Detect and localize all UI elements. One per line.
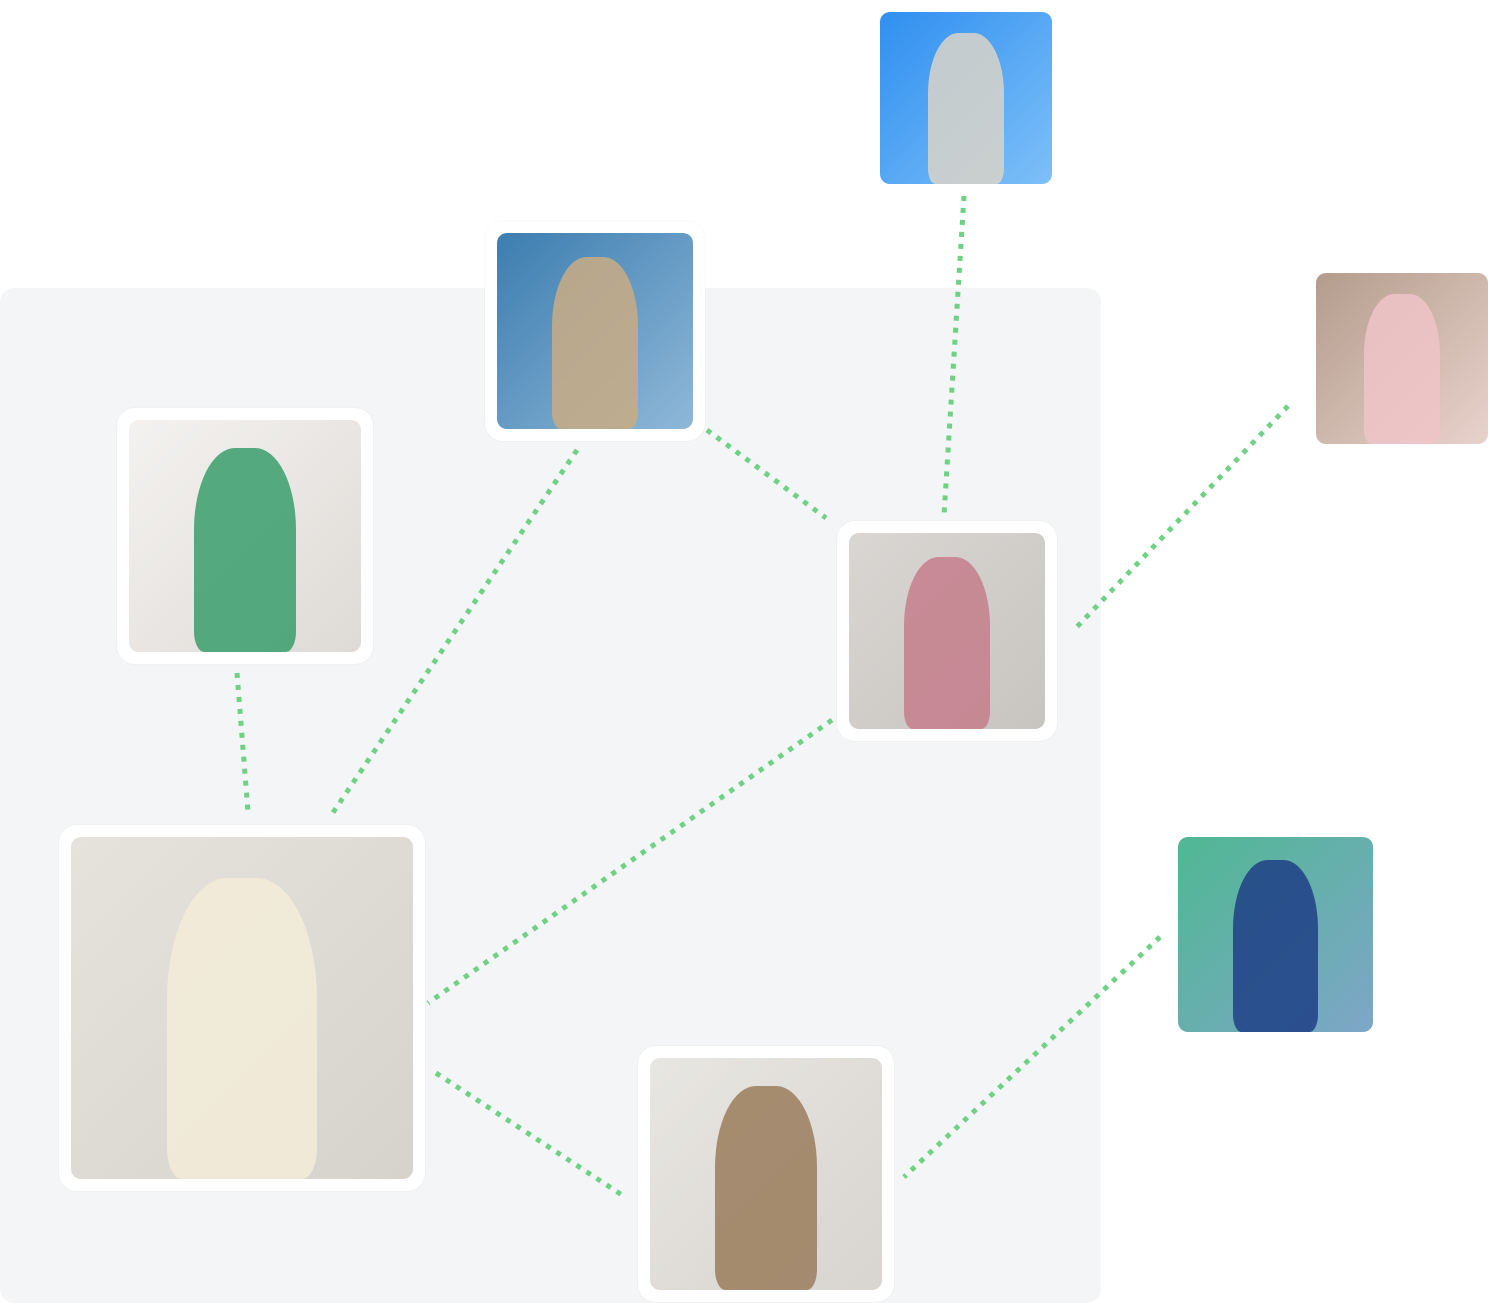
photo-subject xyxy=(1364,293,1440,444)
photo-subject xyxy=(928,32,1004,184)
product-photo-handbag[interactable] xyxy=(1178,837,1373,1032)
product-photo-bucket-hat[interactable] xyxy=(497,233,693,429)
product-photo-pleated-dress[interactable] xyxy=(71,837,413,1179)
link-heels-to-fringe-skirt xyxy=(1071,404,1290,633)
link-green-pants-to-pleated-dress xyxy=(234,672,251,813)
link-bucket-hat-to-fringe-skirt xyxy=(705,427,828,521)
product-photo-heels[interactable] xyxy=(1316,273,1488,444)
link-pleated-dress-to-suede-jacket xyxy=(434,1070,624,1198)
product-photo-coat[interactable] xyxy=(880,12,1052,184)
product-photo-green-pants[interactable] xyxy=(129,420,361,652)
photo-subject xyxy=(166,878,318,1179)
product-photo-suede-jacket[interactable] xyxy=(650,1058,882,1290)
link-coat-to-fringe-skirt xyxy=(941,195,967,516)
link-bucket-hat-to-pleated-dress xyxy=(327,448,580,819)
link-handbag-to-suede-jacket xyxy=(902,935,1162,1179)
photo-subject xyxy=(193,447,297,652)
product-photo-fringe-skirt[interactable] xyxy=(849,533,1045,729)
link-fringe-skirt-to-pleated-dress xyxy=(426,717,834,1006)
photo-subject xyxy=(1232,860,1319,1032)
photo-subject xyxy=(551,256,639,429)
photo-subject xyxy=(714,1085,818,1290)
photo-subject xyxy=(903,556,991,729)
